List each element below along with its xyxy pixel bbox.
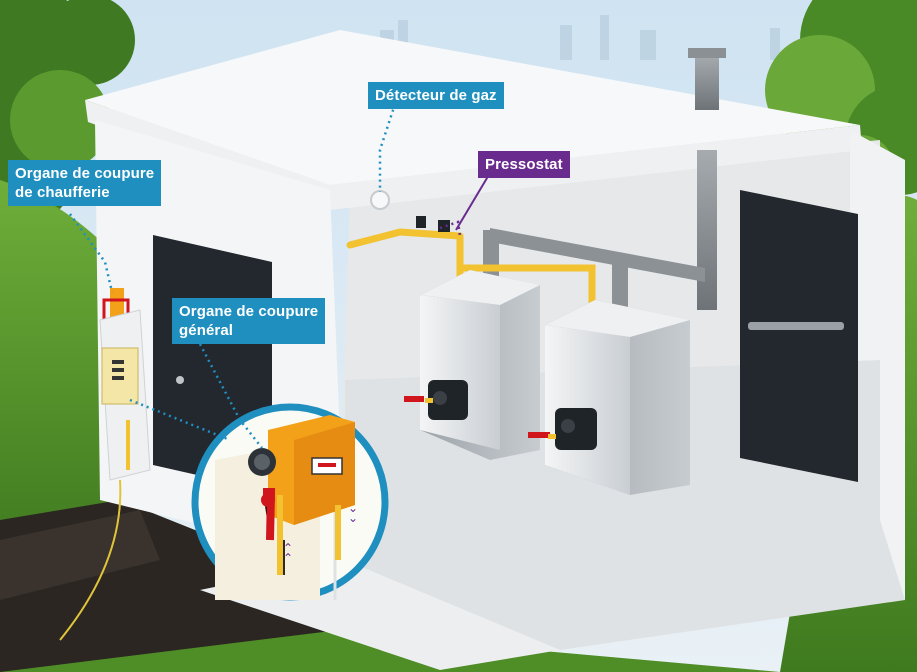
boiler-2 [528,300,690,495]
svg-text:⌄: ⌄ [348,511,358,525]
svg-text:⌄: ⌄ [348,501,358,515]
connector-lines [68,103,491,449]
pressostat-device [438,220,450,232]
flue-vertical [697,150,717,310]
chimney-top [695,55,719,110]
door-left-handle [176,376,184,384]
connector-main [198,343,263,449]
gas-detector-device [370,190,390,210]
label-gas-detector: Détecteur de gaz [368,82,504,109]
door-right [740,190,858,482]
connector-pressostat [455,172,491,231]
svg-text:⌃: ⌃ [283,551,293,565]
label-main-shutoff-line2: général [179,322,234,339]
connector-pressostat-dots [439,220,462,237]
boiler-1 [404,270,540,460]
svg-text:⌃: ⌃ [283,541,293,555]
connector-detector [378,103,397,192]
label-boiler-room-shutoff: Organe de coupure de chaufferie [8,160,162,206]
label-boiler-room-shutoff-line1: Organe de coupure [15,165,155,182]
label-main-shutoff-line1: Organe de coupure [179,303,319,320]
door-right-push-bar [748,322,844,330]
soil-cut-front [0,510,160,600]
label-boiler-room-shutoff-line2: de chaufferie [15,184,110,201]
magnifier-main-shutoff: ⌃ ⌃ ⌄ ⌄ [191,403,389,601]
connector-boiler-room [68,213,114,293]
label-pressostat: Pressostat [478,151,570,178]
flue-horizontal [490,228,705,282]
grass-left [0,180,110,560]
label-main-shutoff: Organe de coupure général [172,298,326,344]
underground-line [59,479,122,641]
